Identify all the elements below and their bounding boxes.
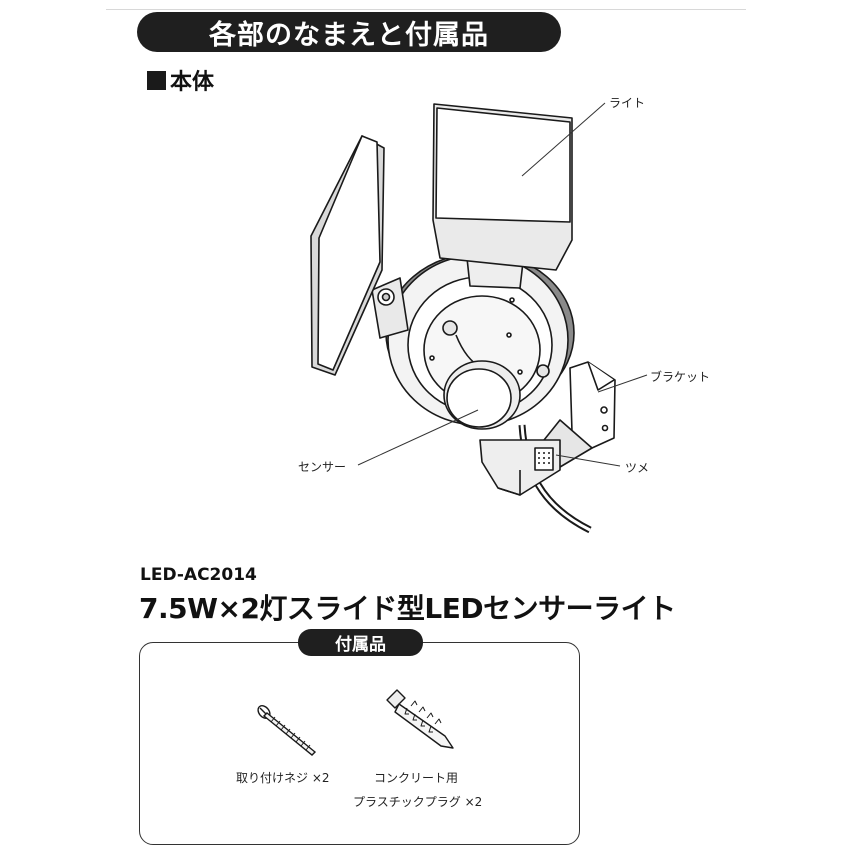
sensor-dome bbox=[443, 360, 521, 430]
callout-bracket: ブラケット bbox=[650, 370, 711, 384]
accessory-plug-label-line1: コンクリート用 bbox=[374, 771, 459, 785]
section-heading: 本体 bbox=[147, 64, 214, 96]
accessories-box bbox=[139, 642, 580, 845]
accessories-label: 付属品 bbox=[298, 629, 423, 656]
page-title: 各部のなまえと付属品 bbox=[137, 12, 561, 52]
accessory-screw-label: 取り付けネジ ×2 bbox=[236, 771, 330, 785]
sensor-body bbox=[385, 252, 575, 426]
top-divider bbox=[106, 9, 746, 10]
callout-claw: ツメ bbox=[625, 461, 650, 475]
screw-icon bbox=[257, 705, 317, 756]
product-illustration bbox=[310, 102, 648, 534]
square-bullet-icon bbox=[147, 70, 166, 90]
callout-light: ライト bbox=[609, 96, 646, 110]
leader-lines bbox=[357, 102, 648, 467]
callout-sensor: センサー bbox=[298, 460, 347, 474]
product-name: 7.5W×2灯スライド型LEDセンサーライト bbox=[139, 592, 676, 625]
model-number: LED-AC2014 bbox=[140, 565, 257, 585]
left-light-panel bbox=[310, 135, 385, 376]
section-heading-label: 本体 bbox=[170, 70, 215, 95]
mount-base bbox=[479, 439, 561, 496]
accessory-plug-label-line2: プラスチックプラグ ×2 bbox=[353, 795, 483, 809]
right-light-panel bbox=[432, 103, 573, 289]
plastic-plug-icon bbox=[386, 689, 454, 749]
rotation-knob bbox=[371, 277, 409, 339]
